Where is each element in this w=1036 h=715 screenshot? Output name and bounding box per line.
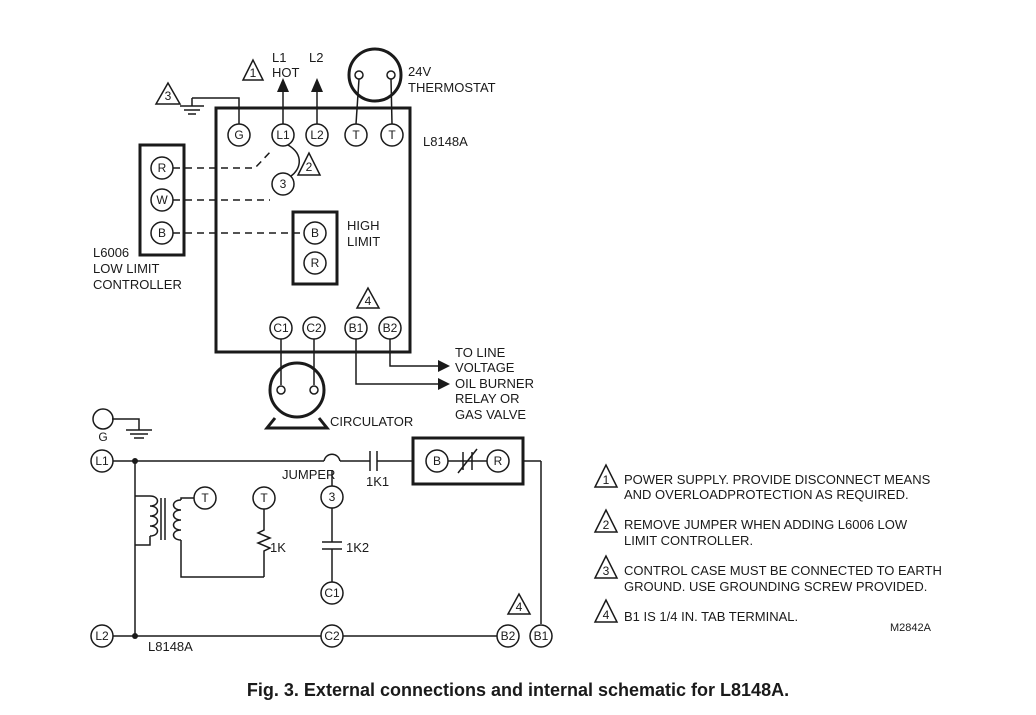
circulator-label: CIRCULATOR <box>330 414 413 429</box>
terminal-3: 3 <box>280 177 287 191</box>
terminal-t1: T <box>352 128 360 142</box>
relay-1k1-label: 1K1 <box>366 474 389 489</box>
schematic-terminal-t2: T <box>260 491 268 505</box>
to-line-label-4: RELAY OR <box>455 391 520 406</box>
terminal-b: B <box>158 226 166 240</box>
note-marker-2: 2 <box>306 160 313 174</box>
bottom-model-label: L8148A <box>148 639 193 654</box>
note-2-line-1: REMOVE JUMPER WHEN ADDING L6006 LOW <box>624 517 908 532</box>
to-line-label-2: VOLTAGE <box>455 360 515 375</box>
note-marker-3: 3 <box>165 89 172 103</box>
thermostat-voltage: 24V <box>408 64 431 79</box>
terminal-g: G <box>234 128 243 142</box>
note-1-line-1: POWER SUPPLY. PROVIDE DISCONNECT MEANS <box>624 472 931 487</box>
terminal-r: R <box>158 161 167 175</box>
low-limit-label-2: LOW LIMIT <box>93 261 160 276</box>
high-limit-terminal-r: R <box>311 256 320 270</box>
to-line-label-3: OIL BURNER <box>455 376 534 391</box>
note-marker-1: 1 <box>250 66 257 80</box>
note-2-line-2: LIMIT CONTROLLER. <box>624 533 753 548</box>
schematic-terminal-c1: C1 <box>324 586 340 600</box>
model-label: L8148A <box>423 134 468 149</box>
schematic-terminal-t1: T <box>201 491 209 505</box>
figure-code: M2842A <box>890 622 932 634</box>
terminal-w: W <box>156 193 168 207</box>
note-3-line-1: CONTROL CASE MUST BE CONNECTED TO EARTH <box>624 563 942 578</box>
switch-terminal-r: R <box>494 454 503 468</box>
schematic-terminal-l1: L1 <box>95 454 109 468</box>
relay-1k-label: 1K <box>270 540 286 555</box>
figure-caption: Fig. 3. External connections and interna… <box>246 680 790 700</box>
schematic-terminal-b2: B2 <box>501 629 516 643</box>
terminal-t2: T <box>388 128 396 142</box>
thermostat-label: THERMOSTAT <box>408 80 496 95</box>
note-1-line-2: AND OVERLOADPROTECTION AS REQUIRED. <box>624 487 909 502</box>
high-limit-label-1: HIGH <box>347 218 380 233</box>
terminal-c2: C2 <box>306 321 322 335</box>
relay-1k2-label: 1K2 <box>346 540 369 555</box>
low-limit-label-3: CONTROLLER <box>93 277 182 292</box>
ground-terminal-g: G <box>98 430 107 444</box>
high-limit-terminal-b: B <box>311 226 319 240</box>
note-marker-4-bottom: 4 <box>516 600 523 614</box>
terminal-c1: C1 <box>273 321 289 335</box>
high-limit-label-2: LIMIT <box>347 234 380 249</box>
legend-marker-3: 3 <box>603 564 610 578</box>
terminal-b1: B1 <box>349 321 364 335</box>
legend-marker-1: 1 <box>603 473 610 487</box>
schematic-terminal-3: 3 <box>329 490 336 504</box>
l6006-controller-box <box>138 143 186 257</box>
legend-marker-4: 4 <box>603 608 610 622</box>
low-limit-label-1: L6006 <box>93 245 129 260</box>
legend-marker-2: 2 <box>603 518 610 532</box>
l1-label: L1 <box>272 50 286 65</box>
high-limit-box <box>291 210 339 286</box>
schematic-terminal-c2: C2 <box>324 629 340 643</box>
l8148a-control-box <box>214 106 412 354</box>
switch-terminal-b: B <box>433 454 441 468</box>
terminal-b2: B2 <box>383 321 398 335</box>
to-line-label-5: GAS VALVE <box>455 407 526 422</box>
terminal-l1: L1 <box>276 128 290 142</box>
note-marker-4: 4 <box>365 294 372 308</box>
to-line-label-1: TO LINE <box>455 345 506 360</box>
note-3-line-2: GROUND. USE GROUNDING SCREW PROVIDED. <box>624 579 927 594</box>
note-4-line-1: B1 IS 1/4 IN. TAB TERMINAL. <box>624 609 798 624</box>
terminal-l2: L2 <box>310 128 324 142</box>
hot-label: HOT <box>272 65 300 80</box>
l2-label: L2 <box>309 50 323 65</box>
jumper-label: JUMPER <box>282 467 335 482</box>
schematic-terminal-b1: B1 <box>534 629 549 643</box>
schematic-terminal-l2: L2 <box>95 629 109 643</box>
